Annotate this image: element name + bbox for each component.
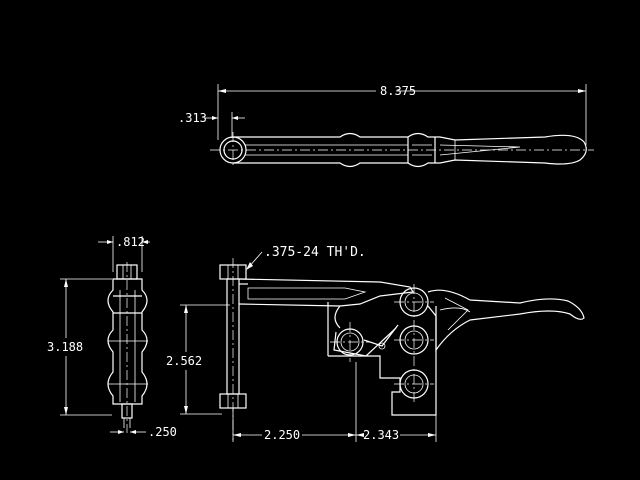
- spindle-height-label: 2.562: [166, 354, 202, 368]
- top-view: 8.375 .313: [178, 84, 594, 168]
- base-right-label: 2.343: [363, 428, 399, 442]
- thread-note: .375-24 TH'D.: [264, 245, 366, 260]
- side-width-label: .812: [116, 235, 145, 249]
- handle-offset-label: .313: [178, 111, 207, 125]
- overall-length-label: 8.375: [380, 84, 416, 98]
- front-view: .375-24 TH'D. 2.562: [166, 245, 585, 442]
- base-left-label: 2.250: [264, 428, 300, 442]
- side-view: .812 3.188 .250: [47, 235, 177, 439]
- bolt-dia-label: .250: [148, 425, 177, 439]
- side-height-label: 3.188: [47, 340, 83, 354]
